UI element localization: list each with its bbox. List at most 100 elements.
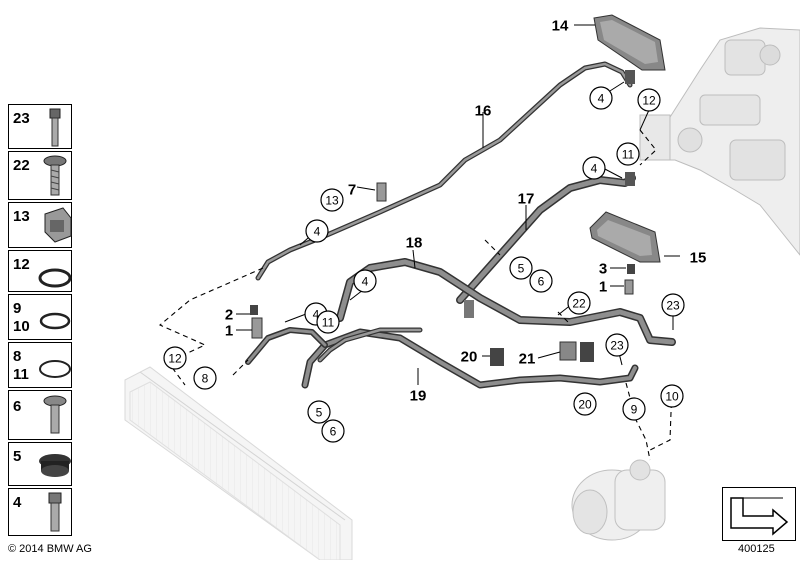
part-callout: 1 [599,279,607,296]
callout-circle [316,310,340,334]
bolt-icon [48,492,62,532]
callout-circle [661,293,685,317]
callout-label: 13 [325,194,339,208]
legend-label: 12 [13,256,30,273]
part-callout: 1 [225,323,233,340]
callout-label: 5 [316,406,323,420]
callout-label: 2 [225,307,233,324]
circled-callout: 4 [305,219,329,243]
legend-item: 13 [8,202,72,248]
legend-label: 5 [13,448,22,465]
callout-label: 19 [410,388,427,405]
part-callout: 2 [225,307,233,324]
part-callout: 18 [406,235,423,252]
circled-callout: 12 [163,346,187,370]
legend-item: 6 [8,390,72,440]
legend-item: 8 11 [8,342,72,388]
bracket-part-15 [589,211,661,263]
circled-callout: 13 [320,188,344,212]
circled-callout: 8 [193,366,217,390]
bracket-part-14 [593,14,666,71]
part-callout: 19 [410,388,427,405]
legend-label: 22 [13,157,30,174]
circled-callout: 9 [622,397,646,421]
circled-callout: 10 [660,384,684,408]
callout-circle [622,397,646,421]
circled-callout: 20 [573,392,597,416]
legend-item: 12 [8,250,72,292]
screw-icon [43,155,67,196]
callout-label: 11 [622,148,635,162]
clip-icon [44,207,72,243]
part-callout: 17 [518,191,535,208]
circled-callout: 5 [307,400,331,424]
compressor-illustration [571,459,666,541]
legend-label: 23 [13,110,30,127]
grommet-icon [39,454,71,477]
callout-label: 1 [599,279,607,296]
callout-label: 3 [599,261,607,278]
o-ring-icon [39,360,71,378]
callout-circle [509,256,533,280]
callout-circle [660,384,684,408]
callout-label: 18 [406,235,423,252]
callout-circle [193,366,217,390]
circled-callout: 4 [589,86,613,110]
part-callout: 3 [599,261,607,278]
callout-circle [353,269,377,293]
circled-callout: 12 [637,88,661,112]
callout-label: 20 [578,398,592,412]
circled-callout: 6 [321,419,345,443]
callout-label: 11 [322,316,335,330]
legend-item: 4 [8,488,72,536]
o-ring-icon [38,268,72,288]
callout-label: 4 [314,225,321,239]
callout-circle [163,346,187,370]
callout-label: 14 [552,18,569,35]
callout-circle [616,142,640,166]
callout-circle [637,88,661,112]
image-number: 400125 [738,543,775,555]
reference-icon-box [722,487,796,541]
circled-callout: 23 [661,293,685,317]
callout-label: 17 [518,191,535,208]
callout-label: 12 [642,94,656,108]
copyright-text: © 2014 BMW AG [8,543,92,555]
legend-label: 11 [13,366,29,383]
part-callout: 14 [552,18,569,35]
callout-circle [320,188,344,212]
callout-label: 23 [666,299,680,313]
callout-label: 6 [330,425,337,439]
legend-item: 22 [8,151,72,200]
callout-label: 1 [225,323,233,340]
engine-illustration [639,27,800,256]
part-callout: 20 [461,349,478,366]
callout-label: 21 [519,351,536,368]
part-callout: 16 [475,103,492,120]
callout-circle [605,333,629,357]
callout-label: 10 [665,390,679,404]
callout-circle [307,400,331,424]
bolt-icon [49,108,61,147]
callout-label: 20 [461,349,478,366]
callout-label: 22 [572,297,586,311]
condenser-illustration [124,366,353,561]
part-callout: 7 [348,182,356,199]
callout-circle [582,156,606,180]
callout-label: 8 [202,372,209,386]
callout-circle [321,419,345,443]
callout-circle [529,269,553,293]
callout-label: 6 [538,275,545,289]
callout-circle [589,86,613,110]
circled-callout: 5 [509,256,533,280]
callout-label: 16 [475,103,492,120]
bolt-icon [43,395,67,434]
legend-item: 23 [8,104,72,149]
circled-callout: 4 [353,269,377,293]
callout-label: 15 [690,250,707,267]
legend-label: 9 [13,300,22,317]
callout-circle [305,219,329,243]
